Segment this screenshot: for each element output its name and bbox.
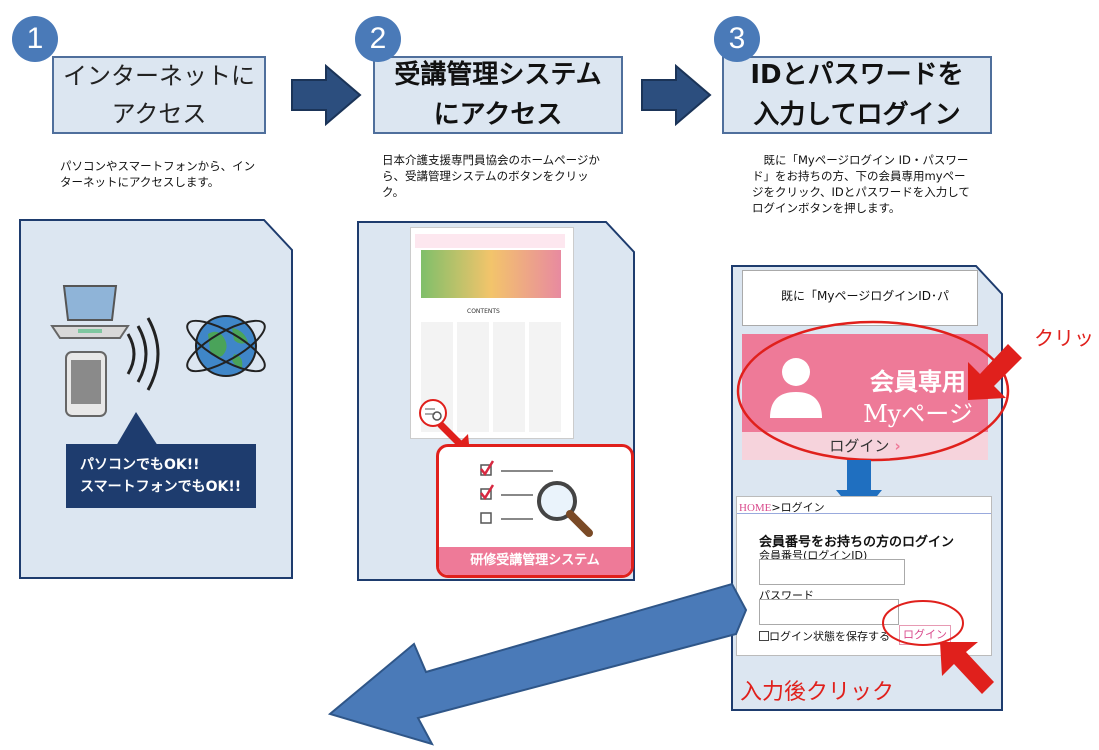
speech-line1: パソコンでもOK!! (80, 457, 200, 473)
red-highlight-ellipse (736, 320, 1010, 462)
after-input-click-label: 入力後クリック (740, 679, 895, 704)
member-banner-line1: 会員専用 (870, 368, 966, 396)
arrow-right-icon (641, 64, 712, 126)
breadcrumb-current: ログイン (780, 501, 825, 514)
step1-title-line1: インターネットに (63, 62, 255, 90)
member-mypage-banner[interactable]: 会員専用 Myページ ログイン › (742, 334, 988, 460)
step2-number: 2 (355, 16, 401, 62)
signal-waves-icon (126, 317, 160, 391)
member-login-label: ログイン (829, 437, 890, 455)
breadcrumb-home[interactable]: HOME (739, 502, 772, 514)
person-icon (770, 358, 822, 418)
laptop-icon (50, 285, 130, 339)
member-number-input[interactable] (759, 559, 905, 585)
form-heading: 会員番号をお持ちの方のログイン (759, 535, 955, 550)
step2-title-box: 受講管理システム にアクセス (373, 56, 623, 134)
login-button[interactable]: ログイン (899, 625, 951, 645)
step3-number: 3 (714, 16, 760, 62)
breadcrumb-divider (737, 513, 991, 514)
speech-line2: スマートフォンでもOK!! (80, 479, 242, 495)
step3-title-box: IDとパスワードを 入力してログイン (722, 56, 992, 134)
globe-icon (186, 315, 266, 377)
step2-description: 日本介護支援専門員協会のホームページから、受講管理システムのボタンをクリック。 (382, 153, 600, 199)
password-label: パスワード (759, 589, 814, 602)
checklist-search-icon (480, 460, 593, 537)
step3-description: 既に「Myページログイン ID・パスワード」をお持ちの方、下の会員専用myページ… (752, 153, 970, 215)
panel1-background (19, 219, 293, 579)
remember-checkbox[interactable] (759, 631, 769, 641)
click-label: クリッ (1034, 328, 1094, 350)
password-input[interactable] (759, 599, 899, 625)
step1-title-line2: アクセス (111, 100, 207, 128)
system-search-icon (419, 399, 447, 427)
big-blue-arrow-icon (327, 582, 748, 746)
speech-bubble: パソコンでもOK!! スマートフォンでもOK!! (66, 444, 256, 508)
step2-title-line2: にアクセス (433, 100, 563, 130)
step3-title-line1: IDとパスワードを (750, 60, 964, 90)
training-system-label: 研修受講管理システム (439, 547, 631, 575)
website-header-bar (415, 234, 565, 248)
speech-bubble-tail (116, 412, 158, 446)
training-system-button[interactable]: 研修受講管理システム (436, 444, 634, 578)
step2-title-line1: 受講管理システム (394, 60, 602, 90)
panel3-top-text: 既に「MyページログインID･パ (781, 289, 949, 303)
step1-title-box: インターネットに アクセス (52, 56, 266, 134)
red-click-arrow-icon (940, 642, 994, 694)
chevron-right-icon: › (894, 437, 901, 455)
red-click-arrow-icon (968, 344, 1022, 400)
arrow-right-icon (291, 64, 362, 126)
website-screenshot: CONTENTS (410, 227, 574, 439)
member-login-bar[interactable]: ログイン › (742, 432, 988, 460)
member-banner-line2: Myページ (863, 400, 973, 428)
step1-description: パソコンやスマートフォンから、インターネットにアクセスします。 (60, 159, 256, 189)
smartphone-icon (65, 351, 107, 417)
login-form-screenshot: HOME>ログイン 会員番号をお持ちの方のログイン 会員番号(ログインID) パ… (736, 496, 992, 656)
red-highlight-circle (882, 600, 964, 646)
breadcrumb: HOME>ログイン (739, 501, 825, 514)
website-hero-image (421, 250, 561, 298)
panel3-top-text-box: 既に「MyページログインID･パ (742, 270, 978, 326)
step3-title-line2: 入力してログイン (753, 100, 961, 130)
step1-number: 1 (12, 16, 58, 62)
website-contents-heading: CONTENTS (467, 308, 500, 315)
member-number-label: 会員番号(ログインID) (759, 549, 868, 562)
remember-label: ログイン状態を保存する (769, 630, 890, 643)
